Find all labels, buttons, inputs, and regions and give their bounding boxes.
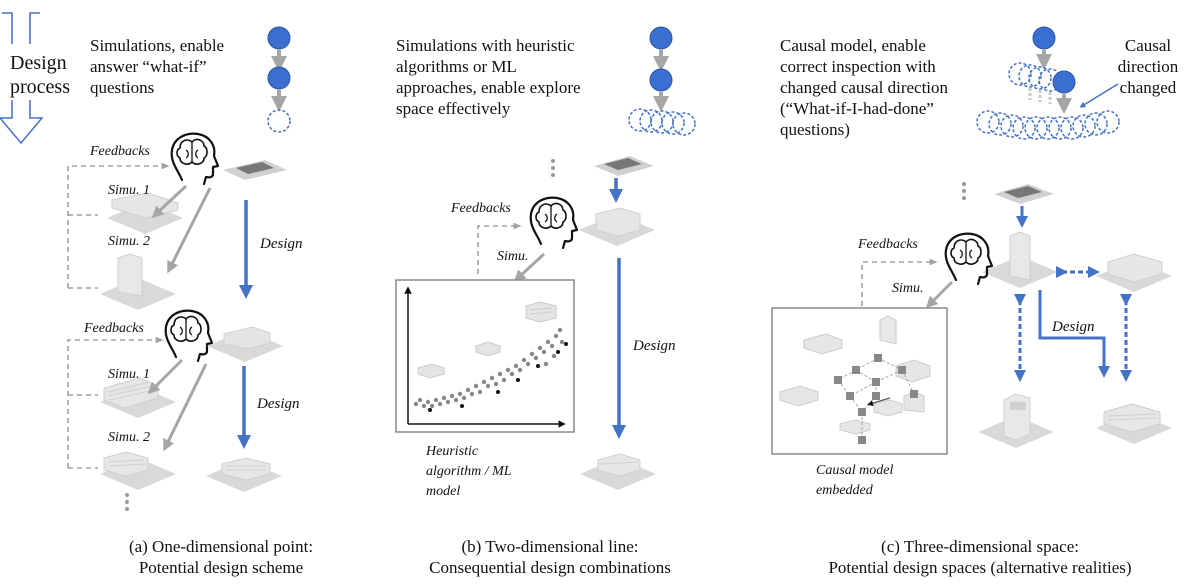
feedbacks-label: Feedbacks xyxy=(90,144,150,159)
dashed-node-circle xyxy=(267,109,291,133)
simu-label: Simu. 1 xyxy=(108,367,150,382)
design-label: Design xyxy=(1052,319,1095,335)
causal-inset-label: Causal model embedded xyxy=(816,463,894,498)
node-circle xyxy=(1052,70,1076,94)
heuristic-inset xyxy=(395,279,575,433)
heuristic-inset-label: Heuristic algorithm / ML model xyxy=(426,444,512,499)
caption-b: (b) Two-dimensional line: Consequential … xyxy=(429,537,671,577)
design-process-arrow xyxy=(0,12,44,145)
simu-label: Simu. 2 xyxy=(108,234,150,249)
feedbacks-label: Feedbacks xyxy=(451,201,511,216)
node-circle xyxy=(267,26,291,50)
design-label: Design xyxy=(633,338,676,354)
simu-label: Simu. xyxy=(497,249,529,264)
design-label: Design xyxy=(260,236,303,252)
node-circle xyxy=(267,66,291,90)
panel-c-description: Causal model, enable correct inspection … xyxy=(780,36,949,139)
simu-label: Simu. 2 xyxy=(108,430,150,445)
dashed-node-chain xyxy=(628,108,696,136)
caption-c: (c) Three-dimensional space: Potential d… xyxy=(828,537,1132,577)
causal-direction-note: Causal direction changed xyxy=(1117,36,1179,97)
design-process-label: Design process xyxy=(10,52,70,98)
causal-inset xyxy=(771,307,948,455)
panel-a-description: Simulations, enable answer “what-if” que… xyxy=(90,36,225,97)
brain-head-icon xyxy=(529,196,579,250)
node-circle xyxy=(649,26,673,50)
panel-c-graphics xyxy=(861,26,1172,448)
brain-head-icon xyxy=(944,232,994,286)
feedbacks-label: Feedbacks xyxy=(858,237,918,252)
brain-head-icon xyxy=(170,132,220,186)
dashed-node-cluster xyxy=(976,62,1120,140)
caption-a: (a) One-dimensional point: Potential des… xyxy=(128,537,314,577)
panel-b-description: Simulations with heuristic algorithms or… xyxy=(396,36,581,118)
design-label: Design xyxy=(257,396,300,412)
simu-label: Simu. xyxy=(892,281,924,296)
node-circle xyxy=(1032,26,1056,50)
panel-a-graphics xyxy=(67,26,291,511)
scatter-points xyxy=(413,327,568,412)
feedbacks-label: Feedbacks xyxy=(84,321,144,336)
brain-head-icon xyxy=(164,309,214,363)
simu-label: Simu. 1 xyxy=(108,183,150,198)
node-circle xyxy=(649,68,673,92)
panel-b-graphics xyxy=(477,26,696,490)
